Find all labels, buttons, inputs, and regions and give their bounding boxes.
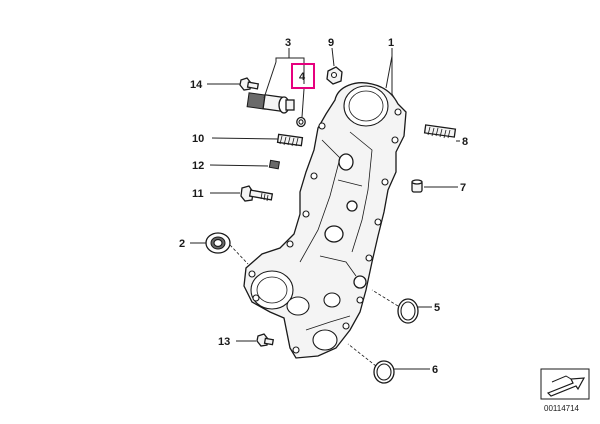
nut-part-9: [326, 66, 343, 85]
arrow-icon: [546, 375, 586, 397]
callout-13: 13: [218, 336, 230, 348]
bolt-part-13: [256, 333, 275, 347]
bolt-part-14: [239, 77, 260, 91]
callout-3: 3: [285, 37, 291, 49]
timing-cover: [243, 82, 407, 359]
highlight-box-part-4: [291, 63, 315, 89]
callout-8: 8: [462, 136, 468, 148]
callout-11: 11: [192, 188, 204, 200]
callout-4: 4: [299, 71, 306, 83]
o-ring-part-4: [296, 116, 306, 128]
bolt-part-11: [240, 185, 274, 202]
o-ring-part-6: [373, 360, 395, 384]
callout-6: 6: [432, 364, 438, 376]
callout-9: 9: [328, 37, 334, 49]
callout-14: 14: [190, 79, 203, 91]
sensor-part-3: [246, 92, 295, 114]
callout-5: 5: [434, 302, 440, 314]
o-ring-part-5: [397, 298, 419, 324]
callout-2: 2: [179, 238, 185, 250]
callout-10: 10: [192, 133, 204, 145]
dowel-sleeve-part-7: [411, 179, 423, 193]
reference-box: 00114714: [540, 368, 590, 413]
callout-labels: 1 2 3 4 5 6 7 8 9 10 11 12 13 14: [179, 37, 468, 376]
screw-part-12: [268, 159, 281, 170]
stud-bolt-part-10: [276, 133, 304, 147]
callout-1: 1: [388, 37, 394, 49]
reference-code: 00114714: [544, 404, 580, 413]
callout-7: 7: [460, 182, 466, 194]
leader-lines: [190, 47, 460, 370]
stud-bolt-part-8: [423, 124, 457, 139]
callout-12: 12: [192, 160, 204, 172]
seal-ring-part-2: [205, 232, 231, 254]
